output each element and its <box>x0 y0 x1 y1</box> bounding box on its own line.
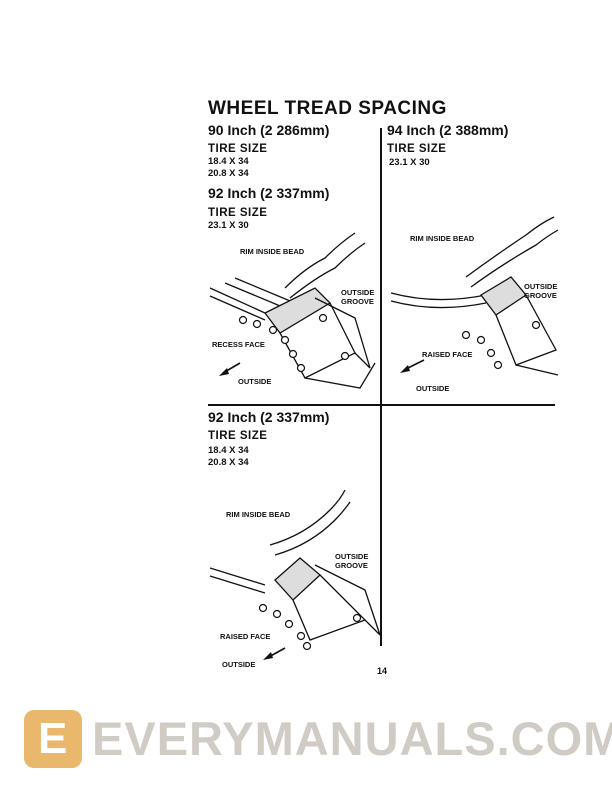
vertical-divider <box>380 128 382 646</box>
tire-size-label: TIRE SIZE <box>387 143 447 155</box>
watermark: EVERYMANUALS.COM <box>92 712 612 765</box>
tire-size-label: TIRE SIZE <box>208 430 268 442</box>
page-number: 14 <box>377 666 388 676</box>
figure-label-face: RECESS FACE <box>212 340 265 349</box>
tire-size-label: TIRE SIZE <box>208 207 268 219</box>
section-heading-90in: 90 Inch (2 286mm) <box>208 122 330 138</box>
tire-size: 20.8 X 34 <box>208 168 249 179</box>
figure-label-groove: OUTSIDE GROOVE <box>341 288 375 306</box>
tire-size: 23.1 X 30 <box>389 157 430 168</box>
tire-size-label: TIRE SIZE <box>208 143 268 155</box>
figure-label-rim: RIM INSIDE BEAD <box>226 510 291 519</box>
section-heading-92in-b: 92 Inch (2 337mm) <box>208 409 330 425</box>
horizontal-divider <box>208 404 555 406</box>
tire-size: 23.1 X 30 <box>208 220 249 231</box>
figure-label-rim: RIM INSIDE BEAD <box>410 234 475 243</box>
tire-size: 18.4 X 34 <box>208 156 249 167</box>
page-title: WHEEL TREAD SPACING <box>208 98 447 119</box>
wheel-hub-illustration <box>209 232 376 389</box>
figure-label-outside: OUTSIDE <box>222 660 256 669</box>
watermark-logo: E <box>24 710 82 768</box>
section-heading-92in: 92 Inch (2 337mm) <box>208 185 330 201</box>
wheel-hub-illustration <box>209 490 381 660</box>
figure-label-groove: OUTSIDE GROOVE <box>335 552 369 570</box>
figure-label-face: RAISED FACE <box>220 632 271 641</box>
wheel-hub-illustration <box>390 216 559 376</box>
figure-label-outside: OUTSIDE <box>416 384 450 393</box>
tire-size: 18.4 X 34 <box>208 445 249 456</box>
figure-label-face: RAISED FACE <box>422 350 473 359</box>
figure-label-rim: RIM INSIDE BEAD <box>240 247 305 256</box>
tire-size: 20.8 X 34 <box>208 457 249 468</box>
figure-label-outside: OUTSIDE <box>238 377 272 386</box>
figure-label-groove: OUTSIDE GROOVE <box>524 282 558 300</box>
watermark-logo-glyph: E <box>38 714 68 763</box>
section-heading-94in: 94 Inch (2 388mm) <box>387 122 509 138</box>
